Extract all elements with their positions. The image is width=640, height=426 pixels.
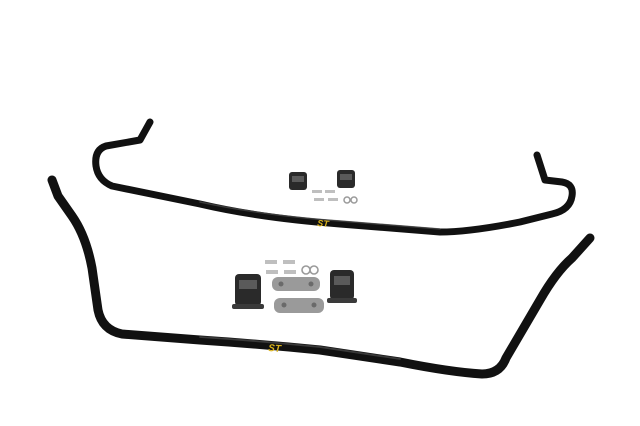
rear-hardware: [289, 170, 358, 204]
rear-bar-logo-text: ST: [317, 218, 331, 229]
rear-washers: [343, 196, 358, 204]
front-plates: [272, 277, 324, 313]
front-hardware: [232, 260, 357, 313]
rear-sway-bar: ST: [92, 118, 576, 236]
front-bolts: [265, 260, 296, 274]
rear-bracket-left: [289, 172, 307, 190]
rear-bar-logo: ST: [317, 218, 331, 229]
front-bracket-left: [232, 274, 264, 309]
front-bar-logo-text: ST: [268, 343, 282, 355]
rear-bolts: [312, 190, 338, 201]
front-bar-logo: ST: [268, 343, 282, 355]
rear-bracket-right: [337, 170, 355, 188]
front-bracket-right: [327, 270, 357, 303]
front-sway-bar: ST: [47, 175, 595, 379]
front-washers: [301, 265, 319, 275]
